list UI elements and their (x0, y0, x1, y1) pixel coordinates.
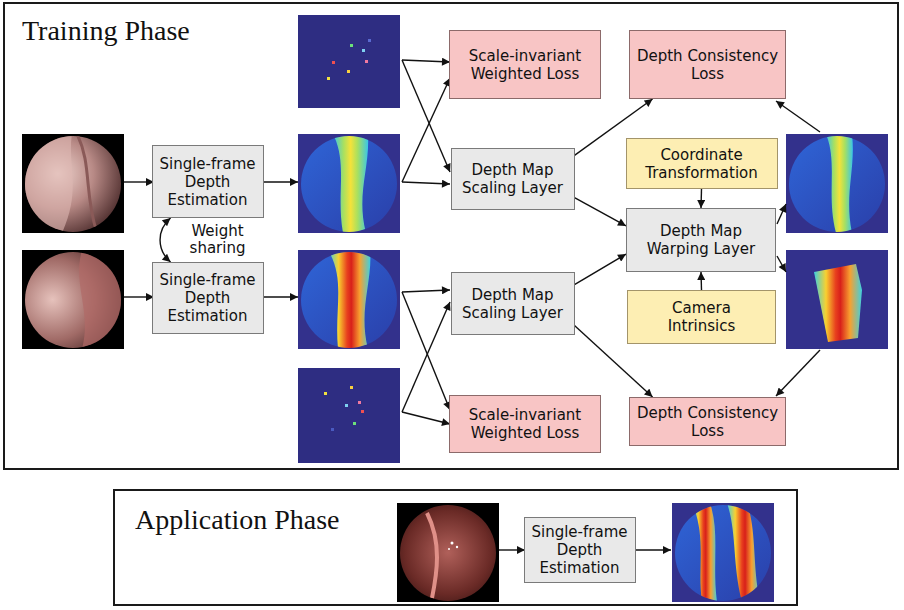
phase-panel: Application PhaseSingle-frame Depth Esti… (113, 489, 798, 606)
phase-title: Application Phase (135, 504, 340, 536)
box-label: Depth Map Scaling Layer (457, 161, 569, 197)
flow-arrow (160, 218, 171, 262)
box-label: Depth Map Warping Layer (641, 222, 761, 258)
warped-depth-map (786, 250, 888, 349)
box-label: Depth Map Scaling Layer (457, 286, 569, 322)
box-label: Single-frame Depth Estimation (158, 271, 258, 325)
phase-panel: Training PhaseScale-invariant Weighted L… (3, 2, 899, 470)
depth-map (298, 250, 400, 349)
process-box: Scale-invariant Weighted Loss (449, 30, 601, 99)
process-box: Depth Map Warping Layer (626, 208, 776, 272)
process-box: Depth Consistency Loss (629, 30, 786, 99)
sparse-points (298, 368, 400, 463)
phase-title: Training Phase (22, 15, 190, 47)
warped-depth-map (786, 134, 888, 233)
process-box: Camera Intrinsics (627, 290, 776, 344)
box-label: Scale-invariant Weighted Loss (455, 406, 595, 442)
process-box: Depth Consistency Loss (629, 397, 786, 446)
box-label: Single-frame Depth Estimation (158, 155, 258, 209)
edge-label: Weight sharing (182, 223, 254, 258)
flow-arrow (575, 198, 627, 226)
flow-arrow (575, 254, 627, 285)
flow-arrow (700, 272, 702, 290)
flow-arrow (700, 189, 702, 208)
process-box: Single-frame Depth Estimation (524, 517, 636, 583)
process-box: Depth Map Scaling Layer (451, 272, 575, 335)
box-label: Coordinate Transformation (632, 146, 772, 182)
process-box: Scale-invariant Weighted Loss (449, 395, 601, 453)
sparse-points (298, 15, 400, 108)
process-box: Single-frame Depth Estimation (152, 145, 264, 218)
process-box: Coordinate Transformation (626, 138, 778, 189)
depth-map (672, 503, 774, 602)
process-box: Depth Map Scaling Layer (451, 148, 575, 210)
box-label: Scale-invariant Weighted Loss (455, 47, 595, 83)
box-label: Camera Intrinsics (647, 299, 757, 335)
process-box: Single-frame Depth Estimation (152, 262, 264, 334)
box-label: Single-frame Depth Estimation (530, 523, 630, 577)
flow-arrow (124, 60, 820, 550)
depth-map (298, 134, 400, 233)
endoscopy-photo (22, 250, 124, 349)
endoscopy-photo (22, 134, 124, 233)
box-label: Depth Consistency Loss (635, 47, 780, 83)
box-label: Depth Consistency Loss (635, 404, 780, 440)
endoscopy-photo (397, 503, 499, 602)
